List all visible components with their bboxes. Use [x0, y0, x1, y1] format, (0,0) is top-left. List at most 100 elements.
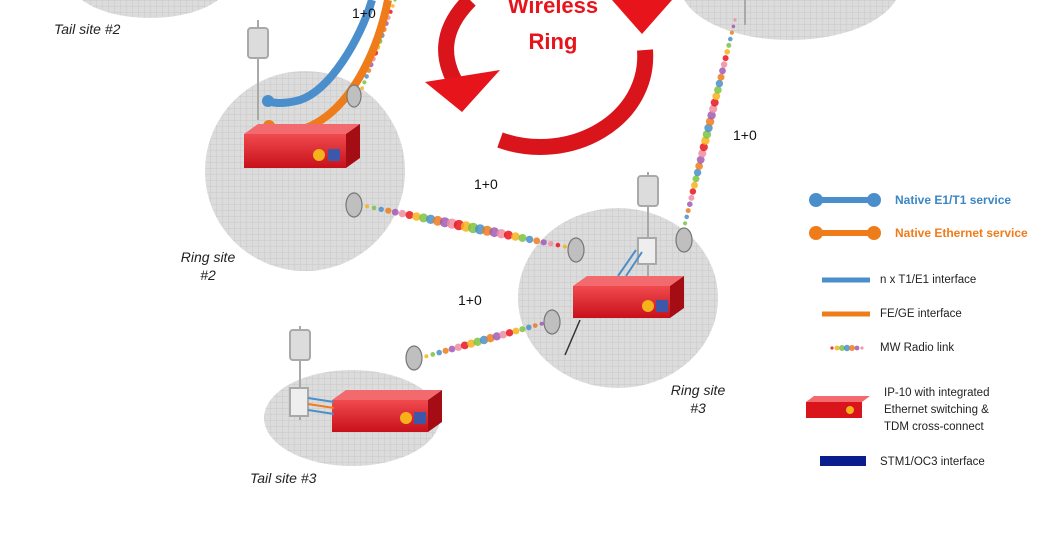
mw-link-dot — [393, 0, 397, 2]
mw-link-dot — [511, 232, 520, 241]
mw-link-dot — [540, 239, 547, 246]
mw-link-dot — [843, 344, 851, 352]
native-e1-service-line — [265, 0, 376, 107]
mw-link-dot — [385, 207, 392, 214]
mw-link-dot — [518, 234, 527, 242]
mw-link-dot — [442, 347, 449, 354]
mw-link-dot — [419, 213, 429, 223]
tail-site-2-label: Tail site #2 — [54, 21, 121, 37]
legend-symbols — [806, 193, 881, 466]
link-config-lower: 1+0 — [458, 292, 482, 308]
legend-ip10: IP-10 with integrated Ethernet switching… — [884, 387, 990, 433]
mw-link-dot — [714, 86, 722, 94]
mw-link-dot — [688, 194, 695, 201]
mw-link-dot — [519, 326, 526, 333]
ring-site-3-label: Ring site #3 — [670, 382, 726, 416]
mw-link-dot — [365, 204, 370, 209]
ip10-ring-site-3 — [564, 249, 684, 356]
mw-link-dot — [699, 143, 708, 152]
mw-link-dot — [689, 188, 697, 195]
legend-mw: MW Radio link — [880, 342, 955, 354]
mw-link-dot — [460, 341, 469, 350]
mw-link-dot — [505, 329, 514, 337]
mw-link-dot — [473, 337, 482, 346]
mw-link-dot — [467, 339, 476, 348]
mw-link-dot — [512, 327, 520, 335]
mw-link-dot — [486, 334, 495, 343]
wireless-ring-arrows — [425, 0, 672, 155]
dish-antennas — [345, 84, 693, 371]
mw-link-dot — [709, 104, 718, 113]
mw-link-dot — [436, 349, 443, 356]
mw-link-dot — [454, 343, 463, 351]
mw-link-dot — [362, 80, 367, 85]
mw-link-dot — [562, 244, 567, 249]
mw-link-dot — [722, 55, 729, 62]
mw-link-dot — [684, 214, 689, 220]
mw-link-dot — [539, 321, 544, 326]
mw-link-dot — [839, 345, 845, 351]
mw-link-dot — [360, 86, 365, 90]
link-config-top: 1+0 — [352, 5, 376, 21]
mw-link-dot — [712, 92, 721, 101]
ring-title-line1: Wireless — [507, 0, 599, 18]
legend-fe-ge: FE/GE interface — [880, 308, 962, 320]
tail-site-3-label: Tail site #3 — [250, 470, 317, 486]
mw-link-dot — [398, 209, 407, 218]
mw-link-dot — [710, 98, 719, 107]
mw-link-dot — [704, 123, 713, 133]
tower-tail-site-3 — [289, 326, 311, 420]
mw-link-dot — [719, 67, 726, 75]
mw-link-dot — [412, 212, 421, 221]
mw-link-dot — [695, 162, 703, 170]
mw-link-dot — [371, 205, 377, 211]
mw-link-dot — [685, 208, 691, 214]
mw-link-dot — [696, 155, 705, 164]
tail-site-2-area — [81, 0, 219, 18]
mw-link-dot — [405, 211, 414, 219]
mw-link-dot — [391, 208, 399, 216]
mw-link-dot — [830, 346, 834, 350]
mw-link-dot — [693, 168, 702, 177]
mw-link-dot — [860, 346, 864, 350]
ring-site-2-area — [205, 71, 405, 271]
mw-link-dot — [854, 345, 860, 351]
mw-link-dot — [705, 117, 715, 126]
mw-link-dot — [532, 323, 538, 328]
mw-link-dot — [692, 175, 700, 183]
mw-link-dot — [728, 36, 733, 42]
mw-link-dot — [378, 206, 384, 212]
mw-link-dot — [691, 181, 698, 189]
mw-link-dot — [526, 324, 532, 331]
mw-link-dot — [492, 332, 501, 341]
ring-site-1-area — [684, 0, 896, 40]
mw-link-dot — [430, 352, 436, 357]
mw-link-dot — [391, 4, 395, 8]
mw-link-dot — [687, 201, 693, 207]
mw-link-dot — [364, 74, 369, 79]
ip10-tail-site-3 — [307, 390, 442, 432]
tower-ring-site-3 — [637, 172, 659, 285]
ring-site-2-label: Ring site #2 — [180, 249, 236, 283]
legend-native-eth: Native Ethernet service — [895, 226, 1028, 240]
mw-link-dot — [707, 111, 716, 120]
mw-link-dot — [726, 42, 732, 48]
mw-link-dot — [701, 136, 710, 145]
mw-link-dot — [548, 241, 554, 247]
mw-link-dot — [496, 229, 506, 239]
mw-link-dot — [698, 149, 707, 158]
ip10-ring-site-2 — [244, 124, 360, 168]
mw-link-dot — [720, 61, 728, 68]
legend-stm1: STM1/OC3 interface — [880, 456, 985, 468]
mw-link-dot — [555, 242, 561, 248]
link-config-right: 1+0 — [733, 127, 757, 143]
mw-link-dot — [849, 345, 855, 351]
mw-link-dot — [424, 354, 429, 359]
ring-title-line2: Ring — [528, 29, 578, 54]
mw-link-dot — [479, 335, 489, 345]
mw-link-dot — [503, 230, 513, 240]
mw-link-dot — [717, 73, 725, 81]
mw-link-dot — [731, 24, 736, 29]
mw-link-dot — [733, 18, 737, 22]
tower-ring-site-2 — [247, 20, 269, 120]
